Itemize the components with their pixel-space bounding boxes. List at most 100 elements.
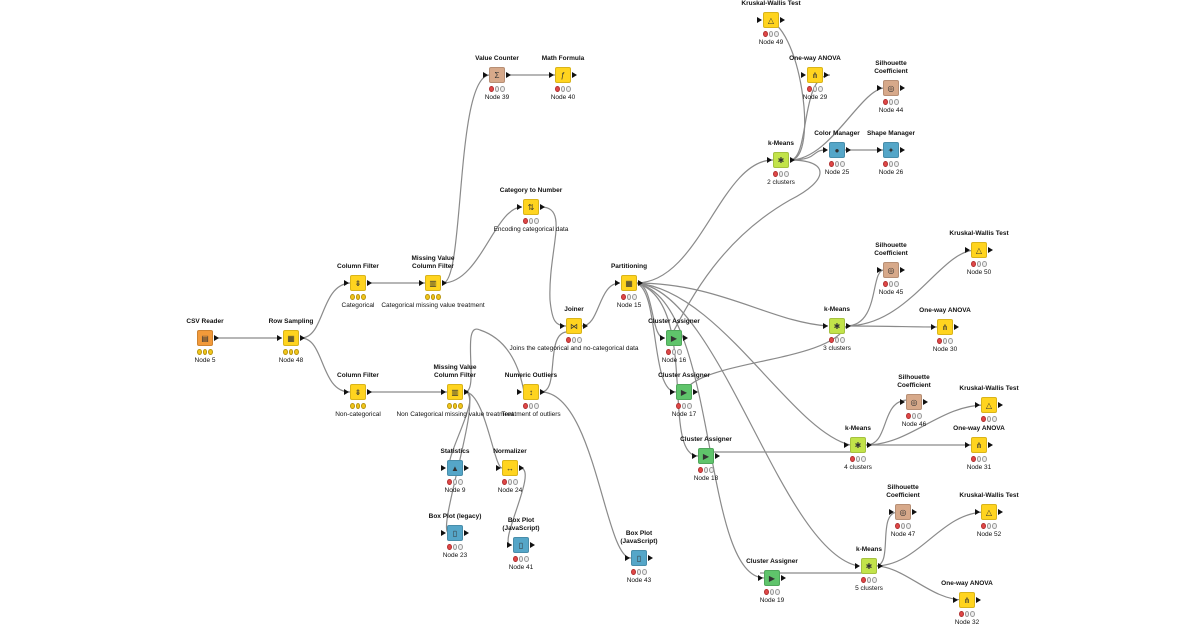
input-port[interactable] — [758, 575, 763, 581]
output-port[interactable] — [912, 509, 917, 515]
output-port[interactable] — [367, 280, 372, 286]
output-port[interactable] — [648, 555, 653, 561]
node-title: Box Plot (JavaScript) — [502, 517, 540, 532]
output-port[interactable] — [998, 509, 1003, 515]
input-port[interactable] — [549, 72, 554, 78]
input-port[interactable] — [496, 465, 501, 471]
input-port[interactable] — [767, 157, 772, 163]
output-port[interactable] — [367, 389, 372, 395]
input-port[interactable] — [625, 555, 630, 561]
output-port[interactable] — [442, 280, 447, 286]
output-port[interactable] — [464, 465, 469, 471]
output-port[interactable] — [900, 147, 905, 153]
input-port[interactable] — [441, 530, 446, 536]
output-port[interactable] — [572, 72, 577, 78]
output-port[interactable] — [540, 389, 545, 395]
output-port[interactable] — [300, 335, 305, 341]
node-title: Missing Value Column Filter — [433, 364, 477, 379]
input-port[interactable] — [692, 453, 697, 459]
boxplot-icon: ▯ — [513, 537, 529, 553]
input-port[interactable] — [877, 267, 882, 273]
input-port[interactable] — [877, 147, 882, 153]
output-port[interactable] — [530, 542, 535, 548]
output-port[interactable] — [878, 563, 883, 569]
input-port[interactable] — [975, 509, 980, 515]
output-port[interactable] — [988, 442, 993, 448]
input-port[interactable] — [344, 389, 349, 395]
input-port[interactable] — [441, 389, 446, 395]
input-port[interactable] — [975, 402, 980, 408]
input-port[interactable] — [823, 323, 828, 329]
input-port[interactable] — [931, 324, 936, 330]
output-port[interactable] — [988, 247, 993, 253]
node-status-lights — [523, 218, 540, 224]
filter-icon: ⇟ — [350, 384, 366, 400]
output-port[interactable] — [715, 453, 720, 459]
input-port[interactable] — [517, 204, 522, 210]
output-port[interactable] — [976, 597, 981, 603]
output-port[interactable] — [846, 147, 851, 153]
output-port[interactable] — [519, 465, 524, 471]
input-port[interactable] — [953, 597, 958, 603]
input-port[interactable] — [441, 465, 446, 471]
test-icon: △ — [763, 12, 779, 28]
input-port[interactable] — [660, 335, 665, 341]
output-port[interactable] — [693, 389, 698, 395]
output-port[interactable] — [540, 204, 545, 210]
node-label: Non-categorical — [335, 411, 381, 418]
output-port[interactable] — [954, 324, 959, 330]
output-port[interactable] — [464, 389, 469, 395]
input-port[interactable] — [757, 17, 762, 23]
input-port[interactable] — [483, 72, 488, 78]
node-label: Categorical — [341, 302, 375, 309]
output-port[interactable] — [214, 335, 219, 341]
output-port[interactable] — [900, 267, 905, 273]
input-port[interactable] — [889, 509, 894, 515]
input-port[interactable] — [507, 542, 512, 548]
node-status-lights — [883, 281, 900, 287]
input-port[interactable] — [517, 389, 522, 395]
input-port[interactable] — [801, 72, 806, 78]
input-port[interactable] — [965, 247, 970, 253]
input-port[interactable] — [560, 323, 565, 329]
output-port[interactable] — [923, 399, 928, 405]
node-title: Kruskal-Wallis Test — [741, 0, 801, 7]
output-port[interactable] — [781, 575, 786, 581]
output-port[interactable] — [867, 442, 872, 448]
output-port[interactable] — [583, 323, 588, 329]
input-port[interactable] — [344, 280, 349, 286]
input-port[interactable] — [965, 442, 970, 448]
output-port[interactable] — [998, 402, 1003, 408]
output-port[interactable] — [790, 157, 795, 163]
stats-icon: ▲ — [447, 460, 463, 476]
node-title: Missing Value Column Filter — [411, 255, 455, 270]
output-port[interactable] — [506, 72, 511, 78]
input-port[interactable] — [844, 442, 849, 448]
output-port[interactable] — [683, 335, 688, 341]
input-port[interactable] — [900, 399, 905, 405]
input-port[interactable] — [823, 147, 828, 153]
input-port[interactable] — [277, 335, 282, 341]
node-label: Node 19 — [759, 597, 785, 604]
output-port[interactable] — [638, 280, 643, 286]
input-port[interactable] — [419, 280, 424, 286]
node-title: Cluster Assigner — [680, 436, 732, 443]
node-title: Numeric Outliers — [504, 372, 558, 379]
node-status-lights — [489, 86, 506, 92]
output-port[interactable] — [846, 323, 851, 329]
node-status-lights — [981, 416, 998, 422]
output-port[interactable] — [824, 72, 829, 78]
filter-icon: ⇟ — [350, 275, 366, 291]
output-port[interactable] — [900, 85, 905, 91]
input-port[interactable] — [615, 280, 620, 286]
node-label: Node 25 — [824, 169, 850, 176]
node-status-lights — [566, 337, 583, 343]
output-port[interactable] — [464, 530, 469, 536]
input-port[interactable] — [877, 85, 882, 91]
partition-icon: ▦ — [621, 275, 637, 291]
node-status-lights — [971, 261, 988, 267]
output-port[interactable] — [780, 17, 785, 23]
input-port[interactable] — [855, 563, 860, 569]
node-label: Node 5 — [194, 357, 216, 364]
input-port[interactable] — [670, 389, 675, 395]
